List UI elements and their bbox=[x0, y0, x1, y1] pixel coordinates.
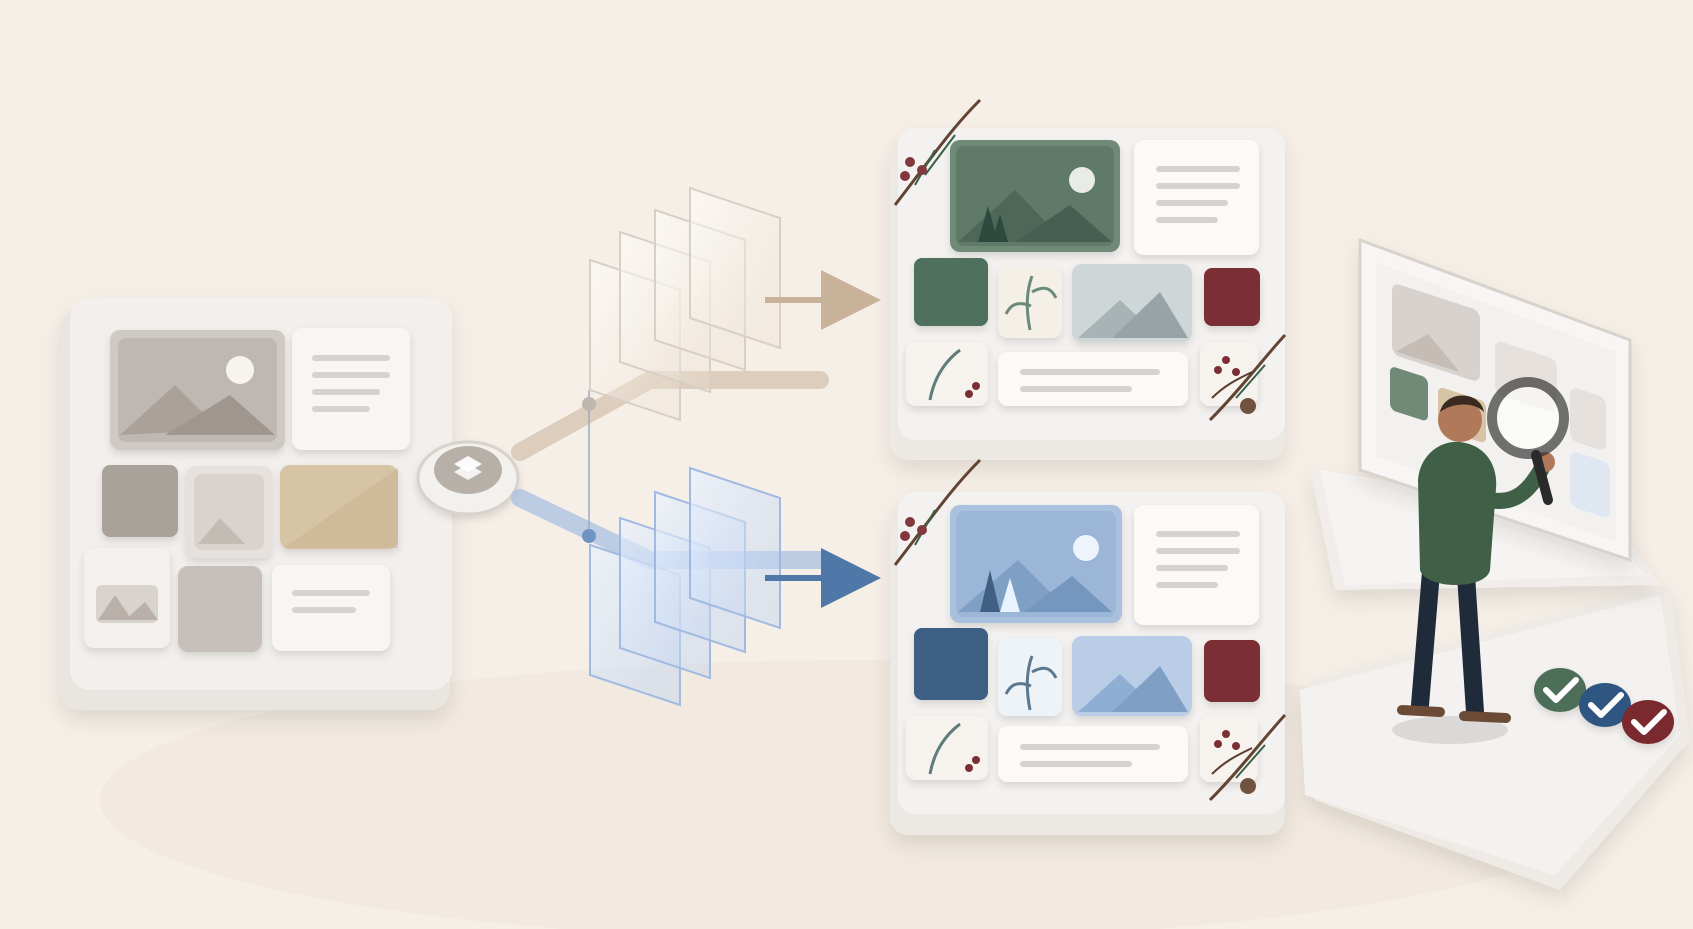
tree-icon bbox=[992, 214, 1008, 242]
source-layout-content bbox=[84, 328, 410, 652]
red-swatch-tile bbox=[1204, 640, 1260, 702]
check-badge-green bbox=[1534, 668, 1586, 712]
check-icon bbox=[1543, 677, 1579, 703]
mountain-icon bbox=[125, 602, 158, 620]
blue-swatch-tile bbox=[914, 628, 988, 700]
check-badges bbox=[1534, 668, 1674, 744]
pine-branch-bottom-left bbox=[893, 458, 982, 566]
check-icon bbox=[1631, 709, 1667, 735]
output-blue-content bbox=[906, 505, 1260, 782]
blue-plant-tile bbox=[998, 638, 1062, 716]
berry-ornament-tile bbox=[1200, 716, 1258, 782]
output-green-content bbox=[906, 140, 1260, 406]
split-node bbox=[582, 529, 596, 543]
review-platform bbox=[1300, 585, 1690, 890]
sun-icon bbox=[1069, 167, 1095, 193]
source-gray-tile bbox=[178, 566, 262, 652]
green-landscape-tile bbox=[1072, 264, 1192, 342]
green-leaf-tile bbox=[906, 342, 988, 406]
sun-icon bbox=[226, 356, 254, 384]
source-sand-tile bbox=[280, 465, 398, 549]
source-text-strip bbox=[272, 565, 390, 651]
source-text-card bbox=[292, 328, 410, 450]
blue-text-card bbox=[1134, 505, 1259, 625]
split-node bbox=[582, 397, 596, 411]
blue-hero-image bbox=[950, 505, 1122, 623]
pine-branch-top-left bbox=[893, 98, 982, 206]
glass-stack-tan bbox=[589, 186, 781, 422]
source-image-tile bbox=[110, 330, 285, 450]
green-hero-image bbox=[950, 140, 1120, 252]
tree-icon bbox=[980, 570, 1000, 612]
green-text-strip bbox=[998, 352, 1188, 406]
glass-stack-blue bbox=[589, 466, 781, 707]
check-badge-blue bbox=[1579, 683, 1631, 727]
blue-landscape-tile bbox=[1072, 636, 1192, 716]
blue-text-strip bbox=[998, 726, 1188, 782]
green-swatch-tile bbox=[914, 258, 988, 326]
check-icon bbox=[1588, 692, 1624, 718]
tree-icon bbox=[978, 206, 998, 242]
layers-icon bbox=[454, 456, 482, 480]
tree-icon bbox=[1000, 578, 1020, 612]
green-text-card bbox=[1134, 140, 1259, 255]
blue-leaf-tile bbox=[906, 716, 988, 780]
green-plant-tile bbox=[998, 266, 1062, 338]
mountain-icon bbox=[198, 518, 245, 544]
source-small-image-tile bbox=[84, 548, 170, 648]
source-color-tile bbox=[102, 465, 178, 537]
mountain-icon bbox=[98, 595, 132, 620]
layers-hub bbox=[416, 440, 520, 516]
magnifier-icon bbox=[1487, 377, 1569, 505]
berry-ornament-tile bbox=[1200, 342, 1258, 406]
mountain-icon bbox=[1024, 576, 1112, 612]
mountain-icon bbox=[1015, 205, 1112, 242]
red-swatch-tile bbox=[1204, 268, 1260, 326]
check-badge-red bbox=[1622, 700, 1674, 744]
sun-icon bbox=[1073, 535, 1099, 561]
pine-branch-top-right bbox=[1208, 333, 1287, 422]
source-glass-image-tile bbox=[186, 466, 272, 558]
pine-branch-bottom-right bbox=[1208, 713, 1287, 802]
mountain-icon bbox=[165, 395, 275, 435]
